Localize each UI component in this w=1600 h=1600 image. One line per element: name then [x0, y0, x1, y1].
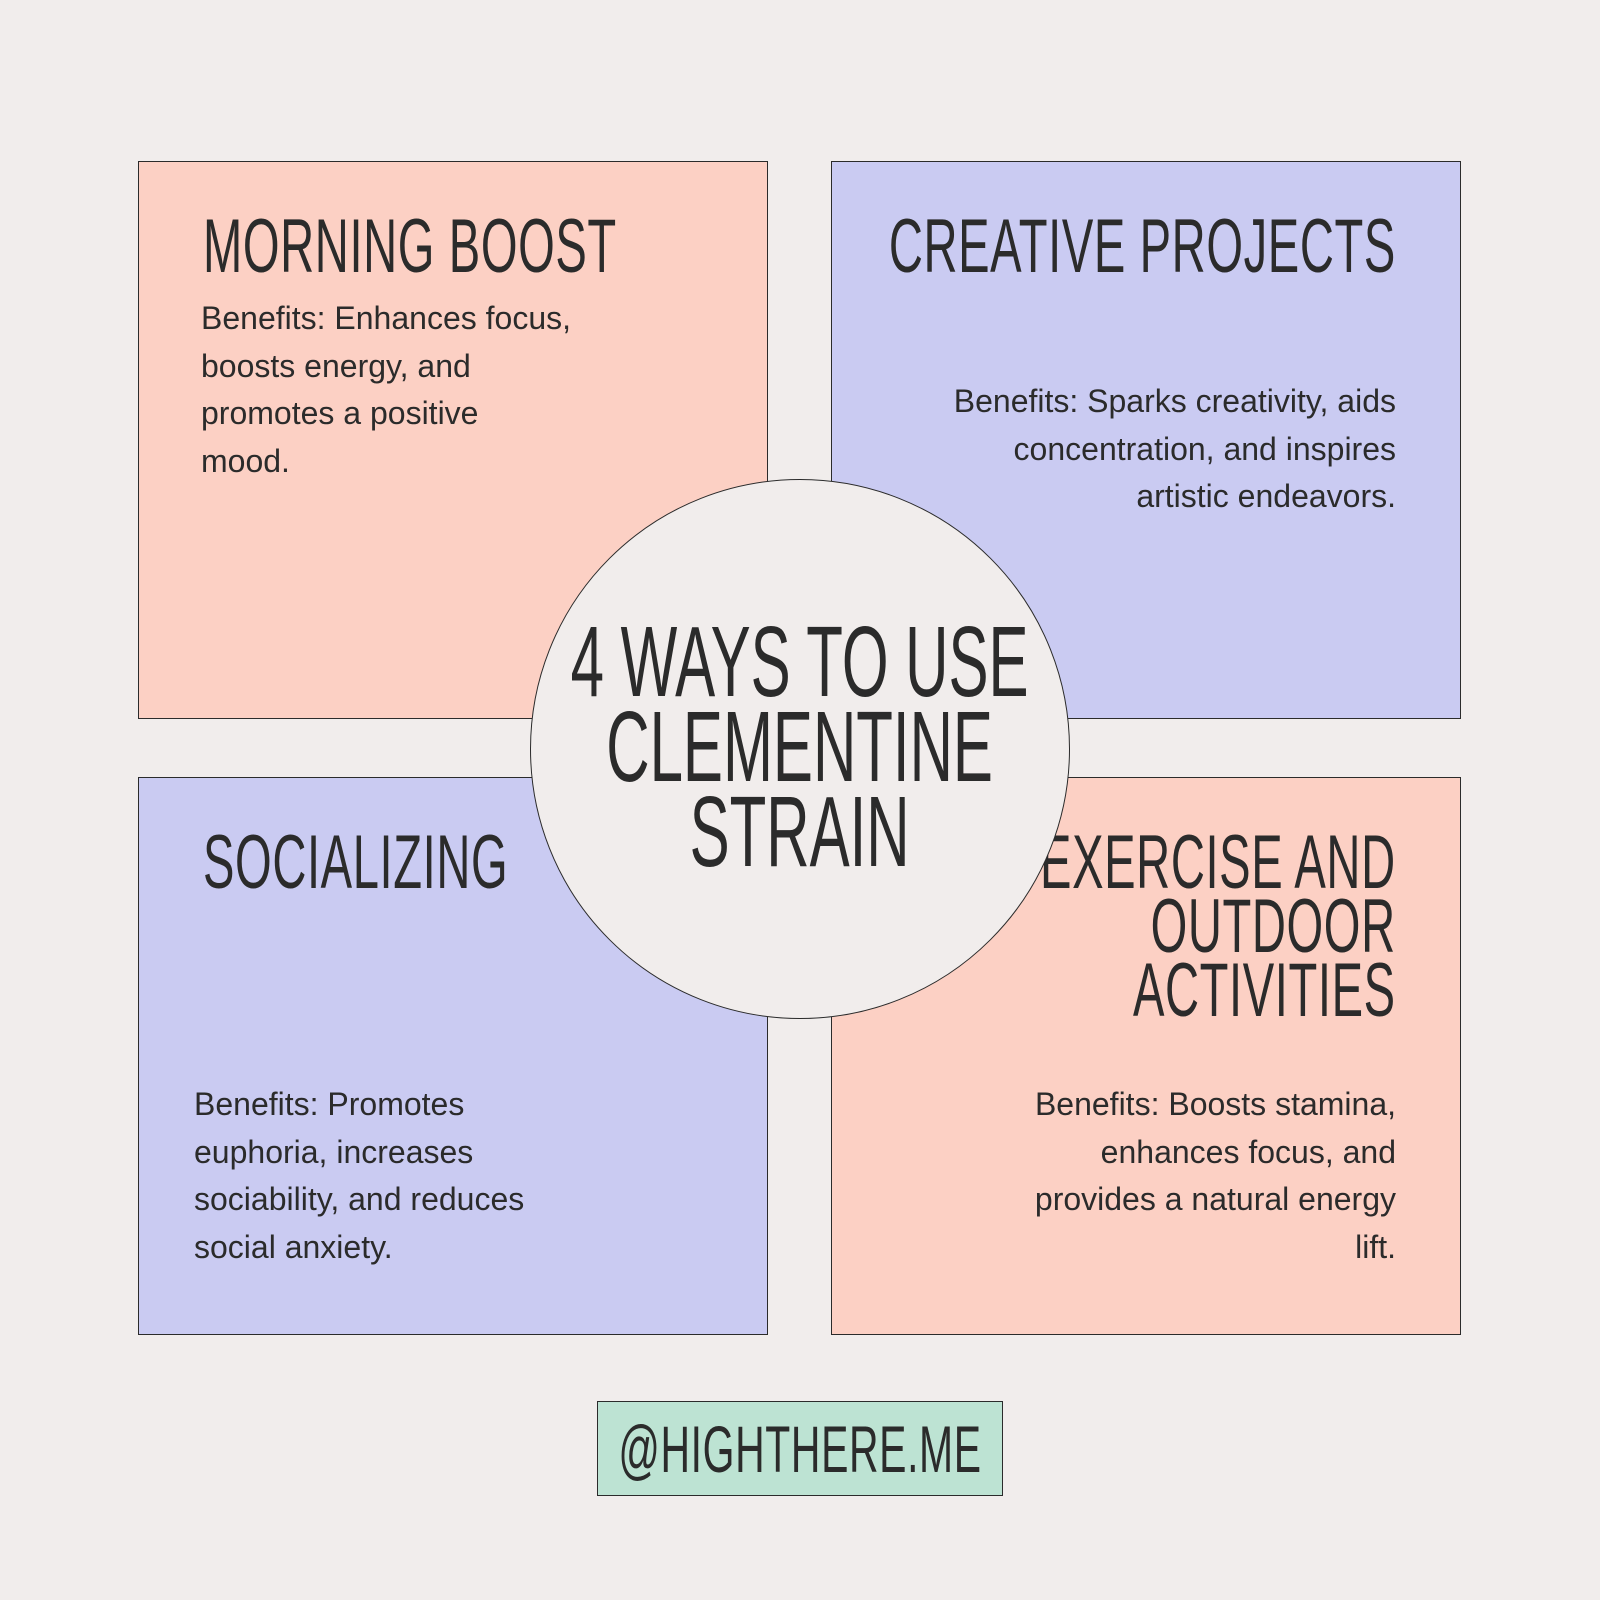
- card-body: Benefits: Boosts stamina,enhances focus,…: [1034, 1086, 1396, 1265]
- card-title: CREATIVE PROJECTS: [888, 204, 1396, 289]
- footer-handle: @HIGHTHERE.ME: [618, 1411, 982, 1486]
- card-body: Benefits: Enhances focus,boosts energy, …: [201, 300, 571, 479]
- card-title: MORNING BOOST: [203, 204, 617, 289]
- footer-handle-box: @HIGHTHERE.ME: [597, 1401, 1003, 1496]
- card-morning-boost: MORNING BOOST Benefits: Enhances focus,b…: [138, 161, 768, 719]
- card-title: SOCIALIZING: [203, 820, 509, 905]
